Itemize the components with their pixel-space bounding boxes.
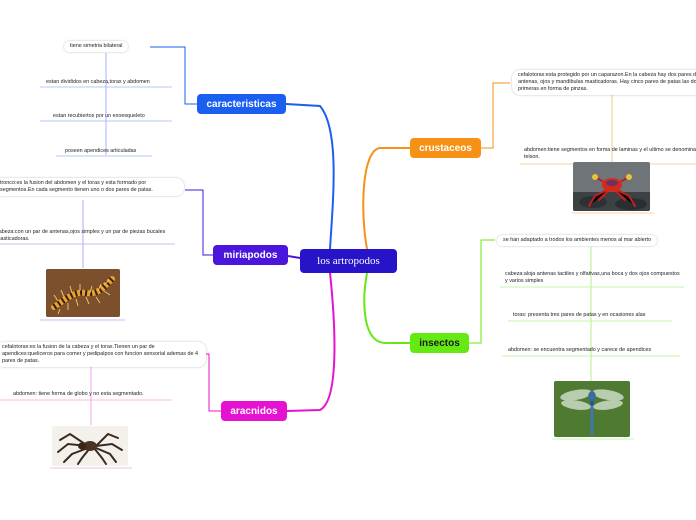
dragonfly-photo <box>554 381 630 437</box>
leaf-abdomen-aracnidos[interactable]: abdomen: tiene forma de globo y no esta … <box>13 391 144 397</box>
leaf-cabeza-miriapodos[interactable]: cabeza:con un par de antenas,ojos simple… <box>0 229 166 242</box>
branch-aracnidos[interactable]: aracnidos <box>221 401 287 421</box>
branch-miriapodos[interactable]: miriapodos <box>213 245 288 265</box>
crab-photo <box>573 162 650 211</box>
leaf-abdomen-crustaceos[interactable]: abdomen:tiene segmentos en forma de lami… <box>524 147 696 160</box>
branch-insectos[interactable]: insectos <box>410 333 469 353</box>
leaf-apendices[interactable]: poseen apendices articuladas <box>65 148 137 154</box>
crab-icon <box>573 162 650 211</box>
leaf-toras[interactable]: toras: presenta tres pares de patas y en… <box>513 312 646 318</box>
leaf-cabeza-insectos[interactable]: cabeza:aloja antenas tactiles y olfativa… <box>505 271 680 284</box>
leaf-simetria[interactable]: tiene simetria bilateral <box>64 41 129 52</box>
leaf-cefalotorax-crustaceos[interactable]: cefalotorax:esta protegido por un capara… <box>512 70 696 95</box>
spider-icon <box>52 426 128 466</box>
leaf-adaptado[interactable]: se han adaptado a trodos los ambientes m… <box>497 235 658 246</box>
spider-photo <box>52 426 128 466</box>
leaf-tronco[interactable]: tronco:es la fusion del abdomen y el tor… <box>0 178 184 196</box>
central-topic[interactable]: los artropodos <box>300 249 397 273</box>
leaf-divididos[interactable]: estan divididos en cabeza,torax y abdome… <box>46 79 150 85</box>
centipede-icon <box>46 269 120 317</box>
branch-crustaceos[interactable]: crustaceos <box>410 138 481 158</box>
leaf-abdomen-insectos[interactable]: abdomen: se encuentra segmentado y carec… <box>508 347 652 353</box>
leaf-exoesqueleto[interactable]: estan recubiertos por un exoesqueleto <box>53 113 145 119</box>
leaf-cefalotorax-aracnidos[interactable]: cefalotorax:es la fusion de la cabeza y … <box>0 342 206 367</box>
centipede-photo <box>46 269 120 317</box>
dragonfly-icon <box>554 381 630 437</box>
branch-caracteristicas[interactable]: caracteristicas <box>197 94 286 114</box>
